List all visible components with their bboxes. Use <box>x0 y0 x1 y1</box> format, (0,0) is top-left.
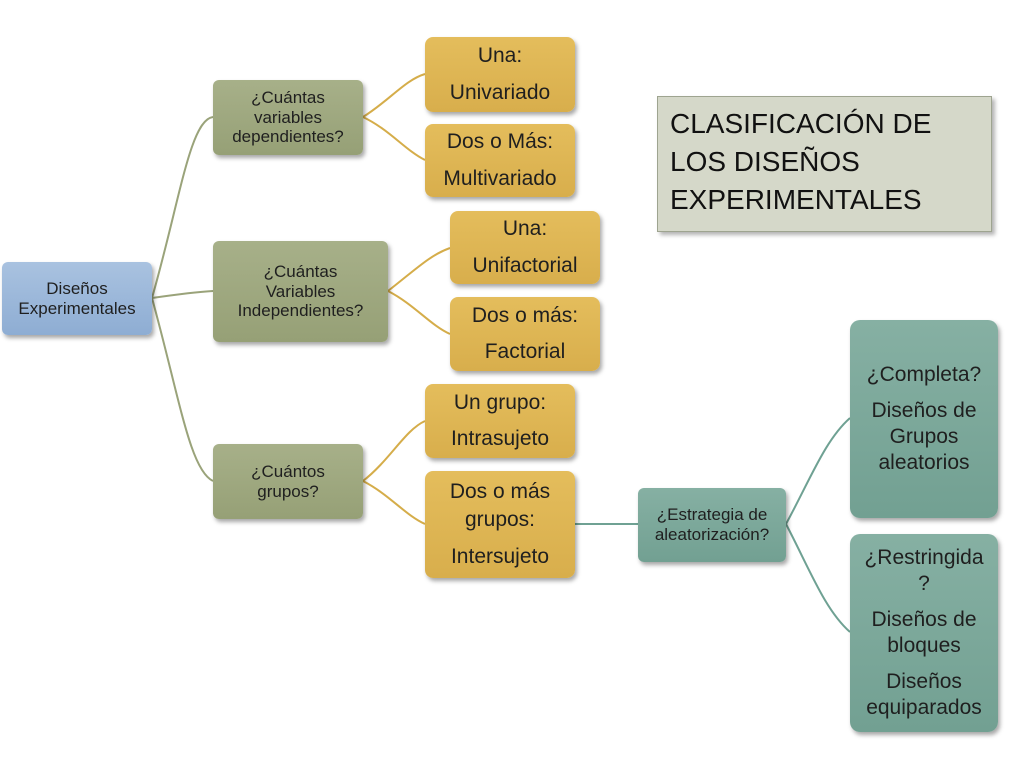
connector-dependent-multivariado <box>362 116 426 161</box>
q-independent-line-1: ¿Cuántas <box>263 262 338 282</box>
factorial-label: Dos o más: <box>471 303 579 327</box>
intersujeto-label-1: Dos o más <box>449 480 551 504</box>
q-independent-line-2: Variables <box>265 281 336 301</box>
title-line-2: LOS DISEÑOS <box>670 146 860 177</box>
title-line-1: CLASIFICACIÓN DE <box>670 108 932 139</box>
question-dependent-node: ¿Cuántas variables dependientes? <box>213 80 363 155</box>
answer-multivariado-node: Dos o Más: Multivariado <box>425 124 575 197</box>
restringida-node: ¿Restringida ? Diseños de bloques Diseño… <box>850 534 998 732</box>
question-independent-node: ¿Cuántas Variables Independientes? <box>213 241 388 342</box>
answer-unifactorial-node: Una: Unifactorial <box>450 211 600 284</box>
unifactorial-value: Unifactorial <box>472 253 578 277</box>
restringida-line-2: bloques <box>887 634 961 657</box>
restringida-label-1: ¿Restringida <box>864 545 984 569</box>
completa-node: ¿Completa? Diseños de Grupos aleatorios <box>850 320 998 518</box>
completa-label: ¿Completa? <box>866 362 982 386</box>
connector-groups-intrasujeto <box>362 420 426 482</box>
question-groups-node: ¿Cuántos grupos? <box>213 444 363 519</box>
root-line-2: Experimentales <box>18 298 136 318</box>
diagram-title: CLASIFICACIÓN DE LOS DISEÑOS EXPERIMENTA… <box>657 96 992 232</box>
root-line-1: Diseños <box>46 278 108 298</box>
intrasujeto-value: Intrasujeto <box>450 427 550 450</box>
connector-root-dependent <box>151 116 214 299</box>
multivariado-value: Multivariado <box>443 166 557 190</box>
estrategia-line-2: aleatorización? <box>654 525 770 544</box>
answer-factorial-node: Dos o más: Factorial <box>450 297 600 371</box>
restringida-label-2: ? <box>918 571 930 595</box>
connector-groups-intersujeto <box>362 480 426 525</box>
root-node: Diseños Experimentales <box>2 262 152 335</box>
connector-root-groups <box>151 297 214 482</box>
connector-estrategia-restringida <box>785 523 851 633</box>
intersujeto-label-2: grupos: <box>464 508 536 532</box>
univariado-label: Una: <box>477 44 523 68</box>
q-dependent-line-1: ¿Cuántas <box>251 88 325 108</box>
intrasujeto-label: Un grupo: <box>453 390 547 414</box>
answer-univariado-node: Una: Univariado <box>425 37 575 112</box>
q-dependent-line-2: variables <box>253 107 323 127</box>
connector-independent-unifactorial <box>387 247 451 292</box>
title-line-3: EXPERIMENTALES <box>670 184 922 215</box>
connector-estrategia-completa <box>785 417 851 525</box>
completa-line-1: Diseños de <box>871 398 977 422</box>
connector-root-independent <box>151 290 214 299</box>
q-independent-line-3: Independientes? <box>237 301 364 321</box>
restringida-line-1: Diseños de <box>871 607 977 631</box>
estrategia-line-1: ¿Estrategia de <box>656 505 768 525</box>
connector-dependent-univariado <box>362 73 426 118</box>
restringida-line-4: equiparados <box>866 696 982 720</box>
connector-independent-factorial <box>387 290 451 335</box>
univariado-value: Univariado <box>449 80 551 104</box>
q-dependent-line-3: dependientes? <box>232 127 344 147</box>
strategy-node: ¿Estrategia de aleatorización? <box>638 488 786 562</box>
intersujeto-value: Intersujeto <box>450 544 550 568</box>
answer-intrasujeto-node: Un grupo: Intrasujeto <box>425 384 575 458</box>
completa-line-2: Grupos <box>889 425 959 448</box>
q-groups-line-1: ¿Cuántos <box>251 461 325 481</box>
multivariado-label: Dos o Más: <box>446 130 554 154</box>
q-groups-line-2: grupos? <box>257 481 319 501</box>
answer-intersujeto-node: Dos o más grupos: Intersujeto <box>425 471 575 578</box>
factorial-value: Factorial <box>484 340 566 363</box>
unifactorial-label: Una: <box>502 217 548 241</box>
restringida-line-3: Diseños <box>886 670 962 694</box>
completa-line-3: aleatorios <box>878 451 970 475</box>
